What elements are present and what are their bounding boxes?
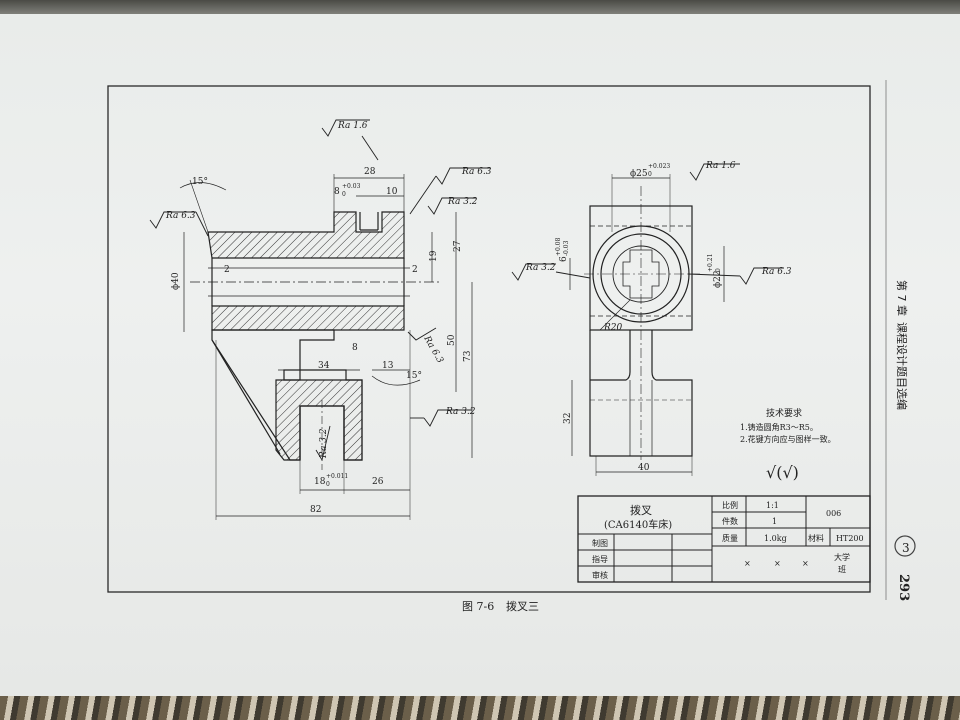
dim-34: 34: [318, 361, 330, 371]
dim-13: 13: [382, 361, 394, 371]
dim-8: 8: [334, 187, 340, 197]
guide-label: 指导: [592, 554, 608, 564]
quantity-label: 件数: [722, 516, 738, 526]
handwritten-circle: [894, 535, 916, 557]
ra-left-right-view: Ra 3.2: [525, 263, 556, 273]
dim-2-left: 2: [224, 265, 230, 275]
table-surface: [0, 696, 960, 720]
right-view-labels: ϕ25 +0.023 0 Ra 1.6 6 +0.08 -0.03 Ra 3.2…: [525, 161, 792, 473]
machine-name: (CA6140车床): [604, 518, 672, 531]
left-view: [179, 174, 473, 520]
ra-right-top: Ra 6.3: [461, 167, 492, 177]
cross-mark-3: ×: [802, 559, 809, 568]
weight-value: 1.0kg: [764, 534, 787, 543]
dim-phi25-tol-lower: 0: [648, 171, 652, 178]
cross-mark-2: ×: [774, 559, 781, 568]
tech-item-2: 2.花键方向应与图样一致。: [740, 434, 836, 444]
figure-caption: 图 7-6 拨叉三: [462, 599, 539, 613]
dim-32: 32: [563, 413, 573, 424]
chapter-label: 第 7 章: [895, 280, 909, 316]
tech-item-1: 1.铸造圆角R3～R5。: [740, 422, 818, 432]
tech-title: 技术要求: [766, 407, 802, 419]
dim-phi22-tol-lower: 0: [715, 268, 722, 272]
dim-2-right: 2: [412, 265, 418, 275]
section-title: 课程设计题目选编: [895, 322, 909, 410]
side-header: 第 7 章 课程设计题目选编: [895, 280, 909, 410]
school-label-2: 班: [838, 564, 846, 574]
ra-diag: Ra 6.3: [421, 334, 445, 366]
dim-18-tol-upper: +0.011: [326, 473, 348, 480]
ra-left: Ra 6.3: [165, 211, 196, 221]
caption-label: 图 7-6: [462, 600, 494, 613]
dim-6-tol-upper: +0.08: [555, 237, 562, 256]
dim-19: 19: [429, 250, 439, 262]
book-page: [0, 14, 960, 700]
dim-82: 82: [310, 505, 321, 515]
roughness-symbols-right: [511, 163, 784, 285]
caption-title: 拨叉三: [506, 599, 539, 613]
dim-28: 28: [364, 167, 376, 177]
dim-50: 50: [447, 334, 457, 346]
dim-18-tol-lower: 0: [326, 481, 330, 488]
part-name: 拨叉: [630, 503, 652, 517]
dim-phi22-tol-upper: +0.21: [707, 254, 714, 272]
drafter-label: 制图: [592, 538, 608, 548]
dim-18: 18: [314, 477, 326, 487]
dim-73: 73: [463, 350, 473, 362]
drawing-number: 006: [826, 509, 841, 518]
drawing-frame: [107, 85, 871, 593]
left-view-labels: Ra 1.6 28 8 +0.03 0 10 15° Ra 6.3 Ra 6.3…: [165, 121, 492, 515]
ra-right-right-view: Ra 6.3: [761, 267, 792, 277]
scale-value: 1:1: [766, 501, 779, 510]
ra-top-right: Ra 1.6: [705, 161, 736, 171]
dim-6: 6: [559, 256, 569, 262]
dim-40: 40: [638, 463, 650, 473]
title-block: [577, 495, 871, 583]
svg-text:3: 3: [902, 541, 910, 555]
scale-label: 比例: [722, 500, 738, 510]
dim-8-tol-upper: +0.03: [342, 183, 361, 190]
ra-top-left: Ra 1.6: [337, 121, 368, 131]
dim-6-tol-lower: -0.03: [563, 240, 570, 256]
reviewer-label: 审核: [592, 570, 608, 580]
material-value: HT200: [836, 534, 864, 543]
right-view: [569, 174, 725, 476]
school-label-1: 大学: [834, 552, 850, 562]
angle-15-mid: 15°: [406, 371, 422, 381]
dim-8b: 8: [352, 343, 358, 353]
material-label: 材料: [808, 533, 824, 543]
roughness-symbols-left: [149, 119, 490, 462]
dim-phi40: ϕ40: [171, 272, 181, 290]
ra-slot: Ra 3.2: [319, 428, 329, 459]
weight-label: 质量: [722, 533, 738, 543]
dim-phi25: ϕ25: [630, 169, 648, 179]
dim-27: 27: [453, 240, 463, 252]
dim-10: 10: [386, 187, 398, 197]
dim-8-tol-lower: 0: [342, 191, 346, 198]
dim-phi22: ϕ22: [713, 270, 723, 288]
ra-right-lower: Ra 3.2: [445, 407, 476, 417]
page-number: 293: [896, 574, 911, 601]
quantity-value: 1: [772, 517, 777, 526]
dim-phi25-tol-upper: +0.023: [648, 163, 670, 170]
handwritten-check: √(√): [766, 463, 799, 482]
tech-requirements: 技术要求 1.铸造圆角R3～R5。 2.花键方向应与图样一致。 √(√): [740, 407, 836, 482]
angle-15-top: 15°: [192, 177, 208, 187]
title-block-text: 拨叉 (CA6140车床) 比例 1:1 件数 1 006 制图 质量 1.0k…: [592, 500, 864, 580]
ra-right-second: Ra 3.2: [447, 197, 478, 207]
dim-26: 26: [372, 477, 384, 487]
dim-r20: R20: [603, 323, 623, 333]
cross-mark-1: ×: [744, 559, 751, 568]
